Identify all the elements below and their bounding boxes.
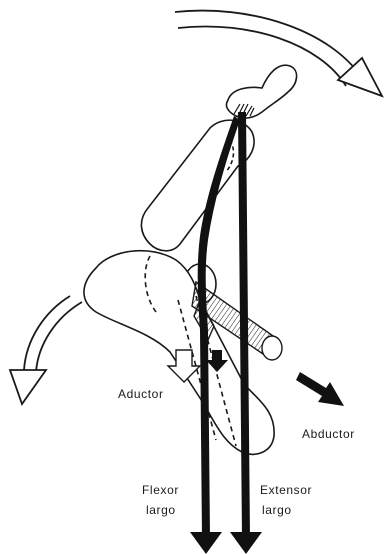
label-abductor: Abductor xyxy=(302,427,355,441)
label-extensor-line2: largo xyxy=(262,503,292,517)
abductor-direction-arrow xyxy=(296,372,344,406)
proximal-phalanx xyxy=(141,120,254,251)
label-extensor-line1: Extensor xyxy=(260,483,312,497)
label-flexor-line1: Flexor xyxy=(142,483,179,497)
label-flexor-line2: largo xyxy=(146,503,176,517)
label-adductor: Aductor xyxy=(118,387,164,401)
rotation-arrow-left xyxy=(10,296,82,404)
